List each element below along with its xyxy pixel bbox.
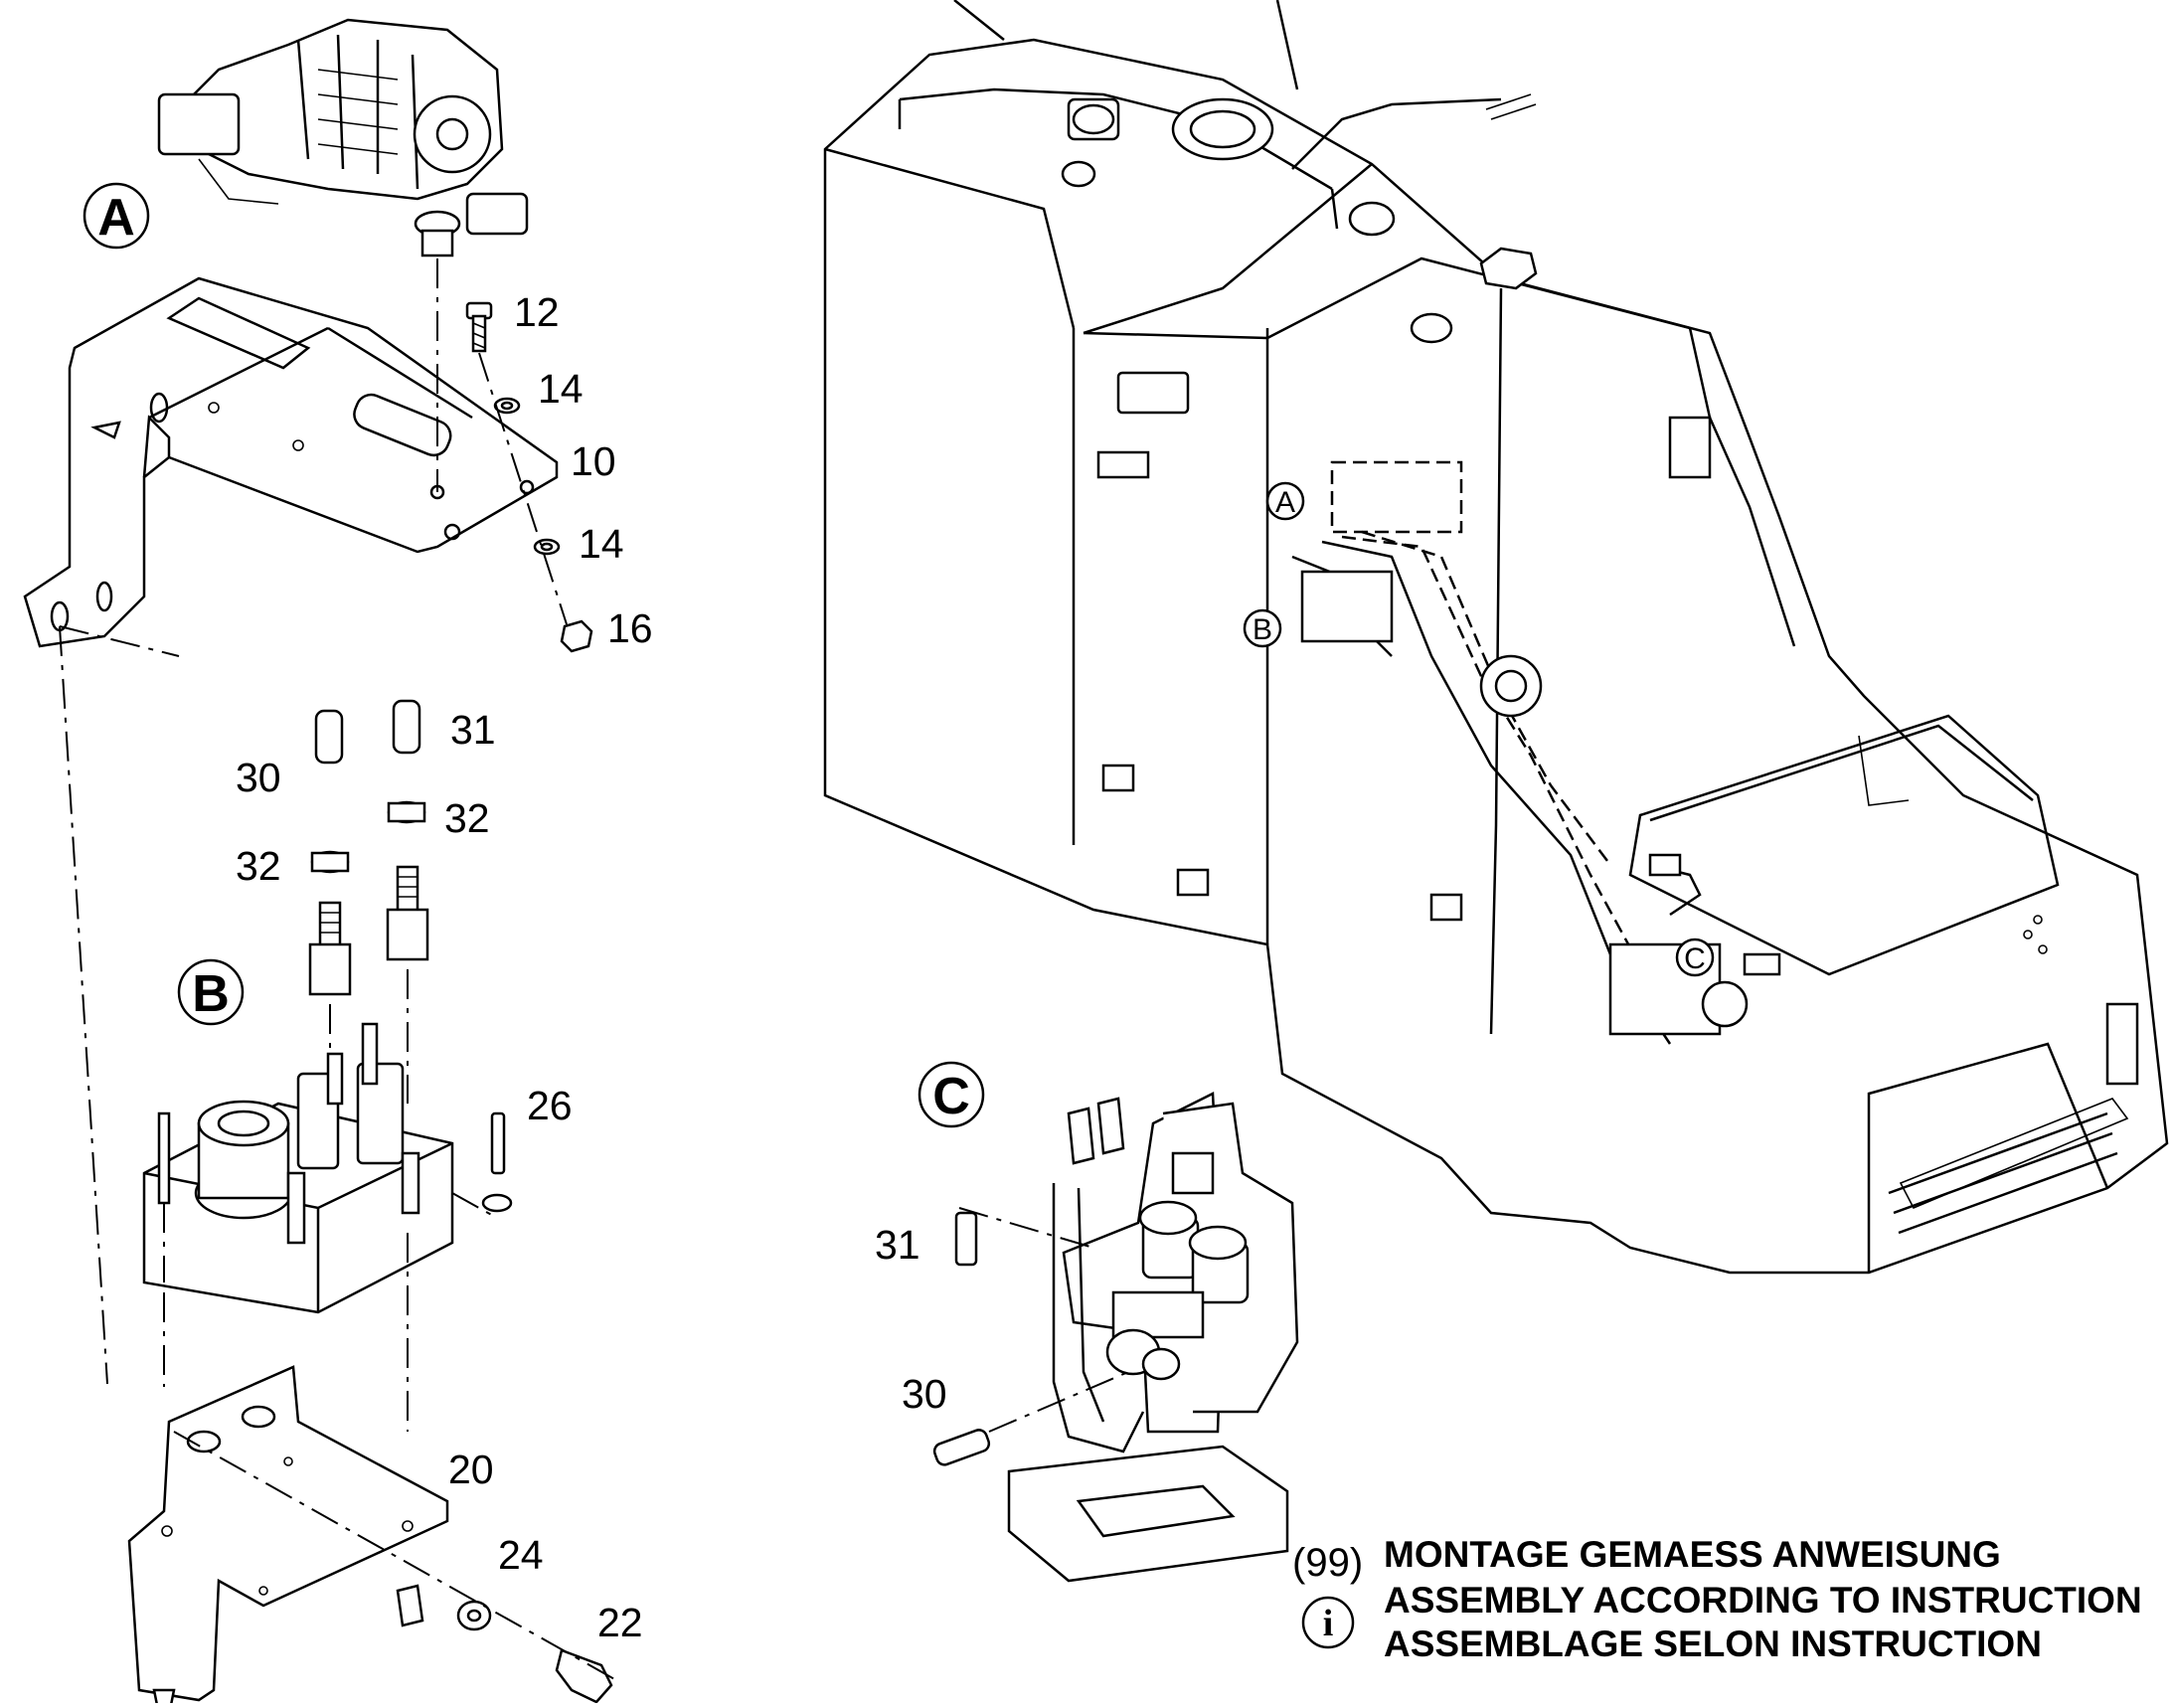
detail-c-drawing xyxy=(932,1092,1299,1583)
part-number-20: 20 xyxy=(448,1447,494,1492)
callout-a-label: A xyxy=(97,189,135,247)
hose-routing xyxy=(1291,460,1749,1045)
info-icon: i xyxy=(1323,1603,1334,1644)
mounting-bracket-10 xyxy=(23,276,559,648)
machine-overview-drawing xyxy=(823,0,2169,1275)
notice-reference: (99) xyxy=(1292,1541,1363,1585)
overview-callout-c-label: C xyxy=(1684,942,1706,975)
part-number-12: 12 xyxy=(514,289,560,335)
overview-callout-b-label: B xyxy=(1253,613,1272,646)
overview-callout-a: A xyxy=(1265,481,1305,521)
notice-line-english: ASSEMBLY ACCORDING TO INSTRUCTION xyxy=(1384,1580,2142,1621)
part-number-14-upper: 14 xyxy=(538,366,584,412)
notice-line-german: MONTAGE GEMAESS ANWEISUNG xyxy=(1384,1534,2001,1575)
part-number-10: 10 xyxy=(571,438,616,484)
part-number-31: 31 xyxy=(450,707,496,753)
callout-b-label: B xyxy=(192,965,230,1023)
callout-c-label: C xyxy=(932,1068,970,1125)
valve-block-drawing xyxy=(142,1022,513,1432)
part-number-16: 16 xyxy=(607,605,653,651)
notice-line-french: ASSEMBLAGE SELON INSTRUCTION xyxy=(1384,1623,2042,1664)
part-number-24: 24 xyxy=(498,1532,544,1578)
pump-unit-drawing xyxy=(157,18,529,257)
detail-c-part-number-30: 30 xyxy=(902,1371,947,1417)
overview-callout-c: C xyxy=(1675,938,1715,977)
part-number-32-right: 32 xyxy=(444,795,490,841)
part-number-30: 30 xyxy=(236,755,281,800)
part-number-22: 22 xyxy=(597,1600,643,1645)
part-number-14-lower: 14 xyxy=(579,521,624,567)
part-number-26: 26 xyxy=(527,1083,573,1128)
part-number-32-left: 32 xyxy=(236,843,281,889)
overview-callout-a-label: A xyxy=(1275,486,1295,519)
connectors-30-31-32 xyxy=(308,699,429,1104)
callout-c: C xyxy=(918,1061,985,1128)
fastener-stack-a xyxy=(436,258,593,653)
overview-callout-b: B xyxy=(1243,608,1282,648)
assembly-notice: (99) i MONTAGE GEMAESS ANWEISUNG ASSEMBL… xyxy=(1292,1534,2142,1664)
detail-c-part-number-31: 31 xyxy=(875,1222,920,1268)
callout-b: B xyxy=(177,958,245,1026)
callout-a: A xyxy=(83,182,150,250)
